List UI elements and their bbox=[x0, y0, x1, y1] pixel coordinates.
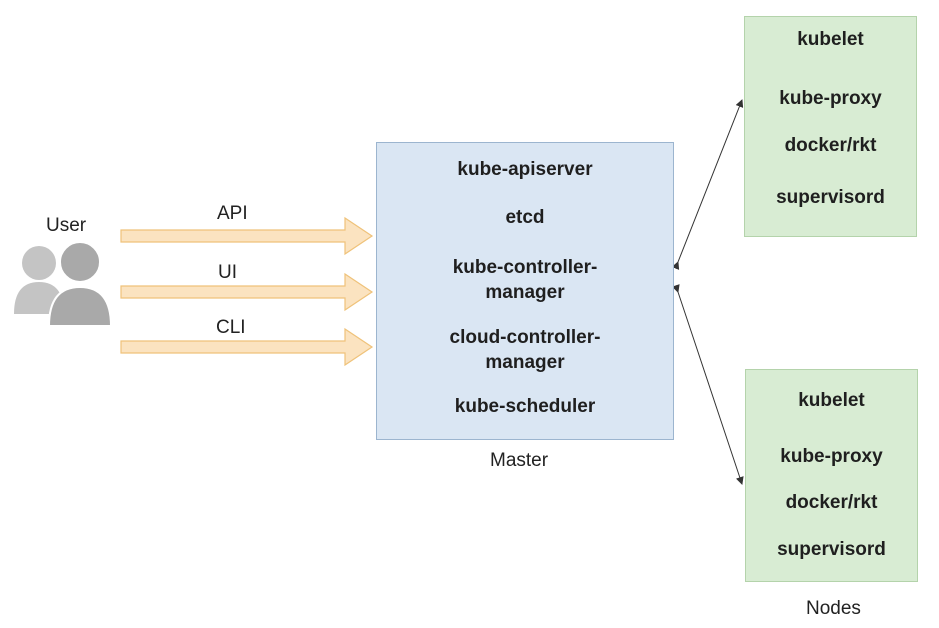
node-box: kubelet kube-proxy docker/rkt supervisor… bbox=[745, 369, 918, 582]
master-component: kube-scheduler bbox=[454, 396, 596, 417]
ui-arrow bbox=[120, 272, 374, 312]
user-label: User bbox=[46, 215, 87, 236]
master-component: etcd bbox=[505, 207, 545, 228]
master-component: kube-controller- manager bbox=[452, 257, 598, 303]
master-node2-connector bbox=[671, 284, 744, 485]
cli-arrow bbox=[120, 327, 374, 367]
master-component: kube-apiserver bbox=[457, 159, 593, 180]
api-arrow bbox=[120, 216, 374, 256]
ui-label: UI bbox=[218, 262, 237, 283]
node-component: kubelet bbox=[798, 390, 865, 411]
master-component: cloud-controller- manager bbox=[449, 327, 601, 373]
node-component: supervisord bbox=[776, 187, 885, 208]
master-box: kube-apiserver etcd kube-controller- man… bbox=[376, 142, 674, 440]
node-component: docker/rkt bbox=[785, 492, 878, 513]
cli-label: CLI bbox=[216, 317, 246, 338]
node-box: kubelet kube-proxy docker/rkt supervisor… bbox=[744, 16, 917, 237]
node-component: kube-proxy bbox=[780, 446, 883, 467]
user-icon bbox=[14, 241, 113, 327]
node-component: docker/rkt bbox=[784, 135, 877, 156]
api-label: API bbox=[217, 203, 248, 224]
master-node1-connector bbox=[671, 99, 744, 270]
nodes-label: Nodes bbox=[806, 598, 861, 619]
master-label: Master bbox=[490, 450, 549, 471]
node-component: kubelet bbox=[797, 29, 864, 50]
node-component: kube-proxy bbox=[779, 88, 882, 109]
node-component: supervisord bbox=[777, 539, 886, 560]
